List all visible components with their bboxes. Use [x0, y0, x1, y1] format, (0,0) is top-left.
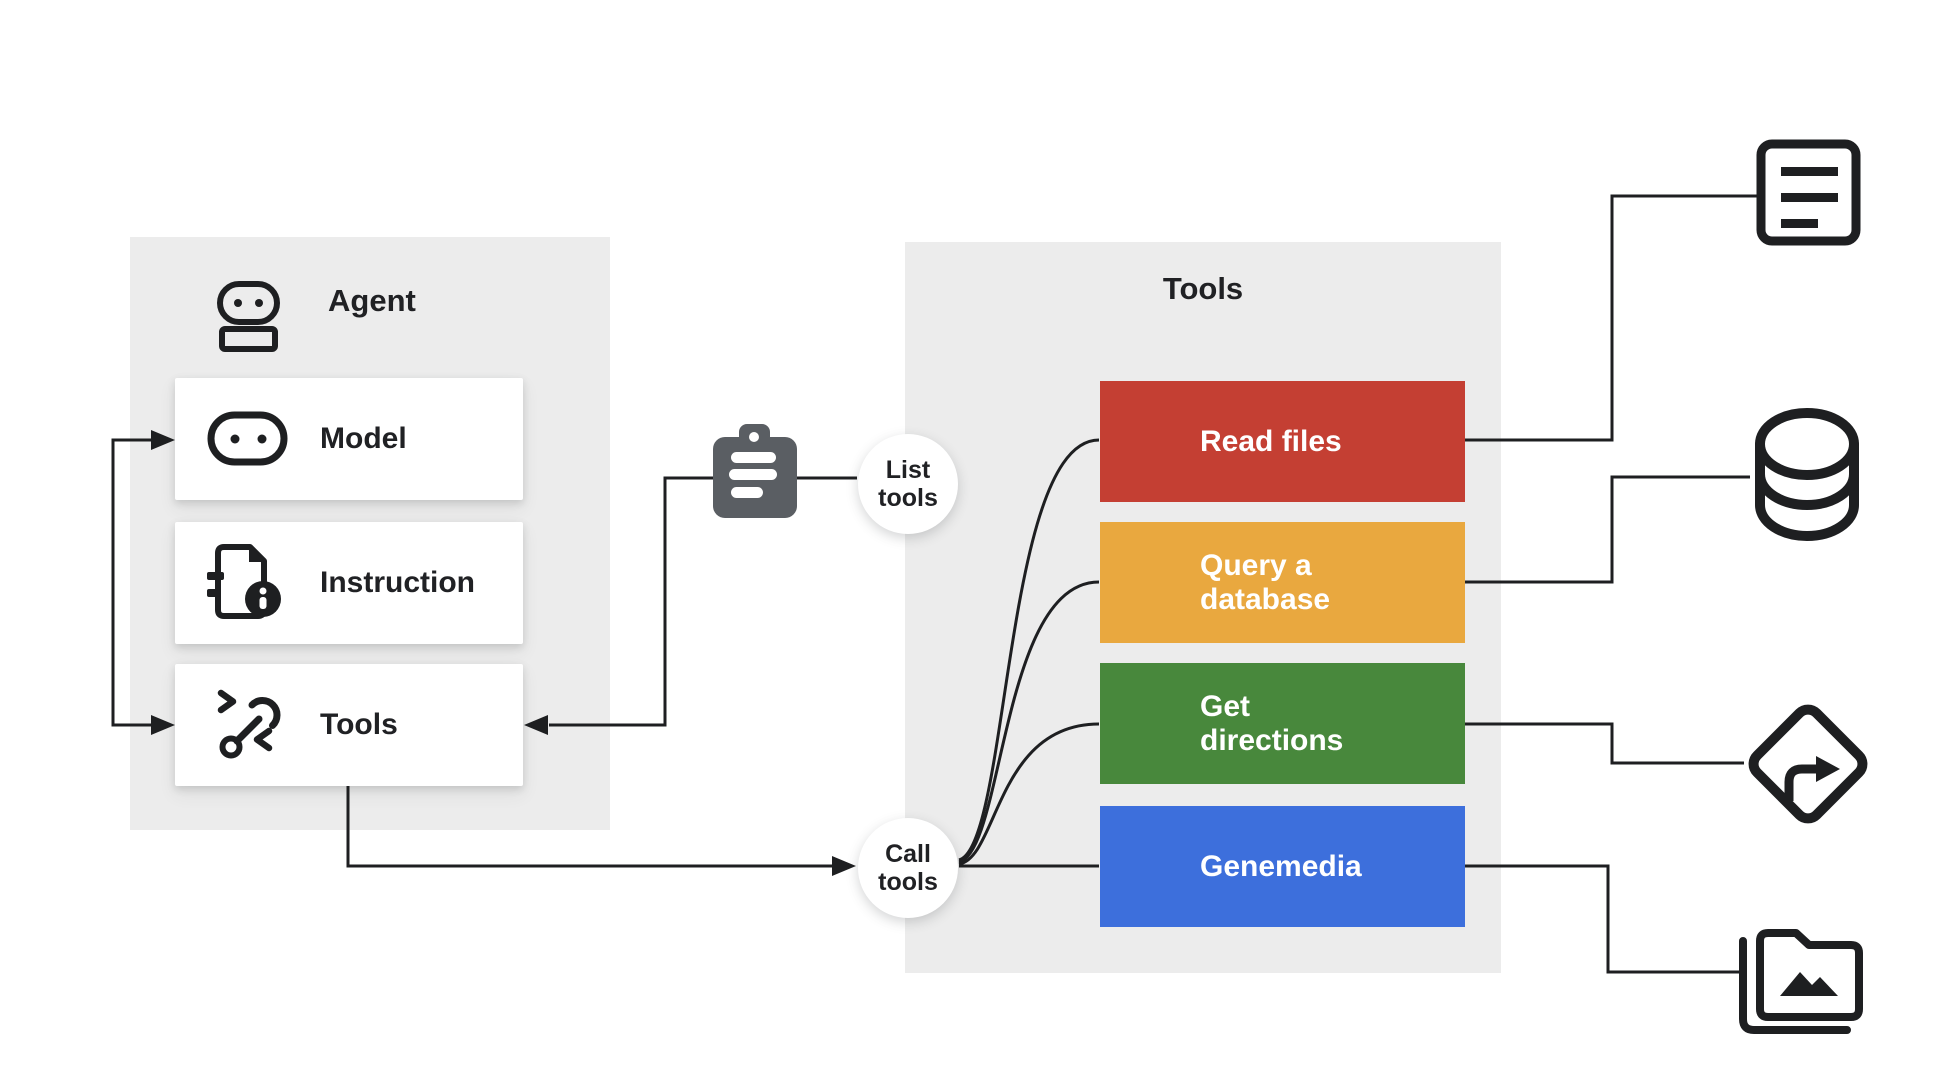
call-tools-node: Call tools — [858, 818, 958, 918]
tool-bar-query-database: Query a database — [1100, 522, 1465, 643]
node-tools-label: Tools — [320, 708, 398, 741]
arrowhead-into-call-tools — [832, 856, 856, 876]
clipboard-icon — [713, 424, 797, 518]
tool-bar-read-files-label: Read files — [1200, 424, 1342, 458]
call-tools-label: Call tools — [878, 840, 938, 896]
agent-panel-title: Agent — [328, 283, 416, 318]
database-icon — [1755, 408, 1859, 541]
tool-bar-genemedia: Genemedia — [1100, 806, 1465, 927]
media-folder-icon — [1739, 929, 1863, 1034]
node-tools: Tools — [175, 664, 523, 786]
list-tools-label: List tools — [878, 456, 938, 512]
node-model: Model — [175, 378, 523, 500]
connector-read-files-to-document — [1465, 194, 1757, 442]
node-model-label: Model — [320, 422, 407, 455]
tool-bar-get-directions: Get directions — [1100, 663, 1465, 784]
tool-bar-genemedia-label: Genemedia — [1200, 849, 1362, 883]
list-tools-node: List tools — [858, 434, 958, 534]
tools-panel-title: Tools — [1162, 271, 1244, 306]
node-instruction-label: Instruction — [320, 566, 475, 599]
tool-bar-read-files: Read files — [1100, 381, 1465, 502]
node-instruction: Instruction — [175, 522, 523, 644]
connector-directions-to-sign — [1465, 722, 1744, 765]
connector-query-to-database — [1465, 475, 1750, 584]
turn-right-sign-icon — [1748, 704, 1868, 824]
connector-genemedia-to-media — [1465, 864, 1740, 974]
tool-bar-query-database-label: Query a database — [1200, 548, 1331, 616]
tool-bar-get-directions-label: Get directions — [1200, 689, 1344, 757]
document-lines-icon — [1756, 139, 1861, 246]
